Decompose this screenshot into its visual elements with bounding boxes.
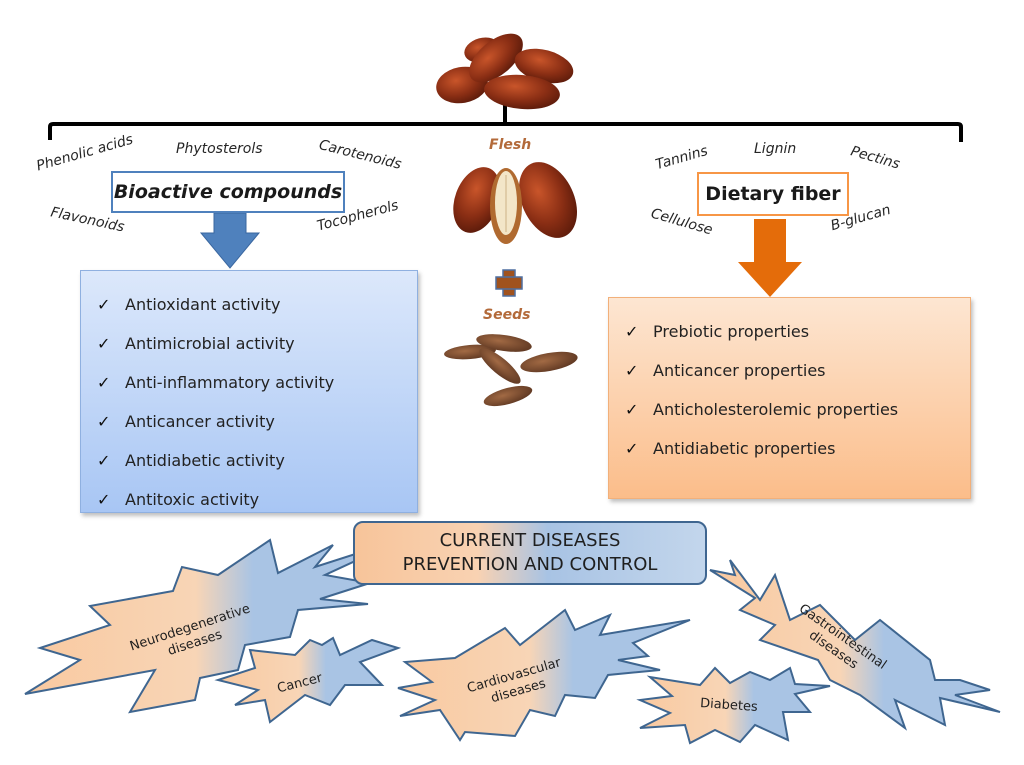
activity-label: Antimicrobial activity <box>125 334 295 353</box>
flesh-label: Flesh <box>489 137 532 153</box>
property-label: Antidiabetic properties <box>653 439 836 458</box>
burst-gastrointestinal <box>709 559 1001 731</box>
burst-neurodegenerative <box>24 537 406 714</box>
activity-label: Antitoxic activity <box>125 490 260 509</box>
list-item: ✓ Anticholesterolemic properties <box>625 390 970 429</box>
list-item: ✓ Anticancer activity <box>97 402 417 441</box>
check-icon: ✓ <box>625 439 639 458</box>
bioactive-compounds-title: Bioactive compounds <box>111 171 345 213</box>
check-icon: ✓ <box>97 334 111 353</box>
list-item: ✓ Antitoxic activity <box>97 480 417 519</box>
bioactive-arrow <box>199 212 261 269</box>
burst-diabetes <box>636 666 831 745</box>
check-icon: ✓ <box>625 361 639 380</box>
dates-pile-image <box>436 33 574 110</box>
bioactive-activities-list: ✓ Antioxidant activity ✓ Antimicrobial act… <box>80 270 418 513</box>
activity-label: Antioxidant activity <box>125 295 281 314</box>
check-icon: ✓ <box>97 412 111 431</box>
activity-label: Anticancer activity <box>125 412 275 431</box>
date-flesh-image <box>453 162 578 244</box>
diseases-prevention-box: CURRENT DISEASES PREVENTION AND CONTROL <box>353 521 707 585</box>
activity-label: Antidiabetic activity <box>125 451 285 470</box>
dietary-fiber-title: Dietary fiber <box>697 172 849 216</box>
compound-phytosterols: Phytosterols <box>176 141 263 157</box>
list-item: ✓ Anticancer properties <box>625 351 970 390</box>
fiber-properties-list: ✓ Prebiotic properties ✓ Anticancer proper… <box>608 297 971 499</box>
seeds-label: Seeds <box>483 307 531 323</box>
check-icon: ✓ <box>97 451 111 470</box>
check-icon: ✓ <box>97 373 111 392</box>
activity-label: Anti-inflammatory activity <box>125 373 335 392</box>
list-item: ✓ Prebiotic properties <box>625 312 970 351</box>
property-label: Prebiotic properties <box>653 322 810 341</box>
center-line-1: CURRENT DISEASES <box>439 530 621 551</box>
date-seeds-image <box>444 334 578 407</box>
list-item: ✓ Antimicrobial activity <box>97 324 417 363</box>
plus-icon <box>495 269 523 297</box>
list-item: ✓ Anti-inflammatory activity <box>97 363 417 402</box>
check-icon: ✓ <box>625 322 639 341</box>
burst-cardiovascular <box>397 608 691 742</box>
list-item: ✓ Antidiabetic properties <box>625 429 970 468</box>
compound-lignin: Lignin <box>754 141 797 157</box>
check-icon: ✓ <box>97 295 111 314</box>
property-label: Anticholesterolemic properties <box>653 400 899 419</box>
list-item: ✓ Antioxidant activity <box>97 285 417 324</box>
property-label: Anticancer properties <box>653 361 826 380</box>
center-line-2: PREVENTION AND CONTROL <box>402 554 658 575</box>
fiber-arrow <box>738 219 802 297</box>
burst-cancer <box>214 636 402 724</box>
list-item: ✓ Antidiabetic activity <box>97 441 417 480</box>
check-icon: ✓ <box>97 490 111 509</box>
check-icon: ✓ <box>625 400 639 419</box>
